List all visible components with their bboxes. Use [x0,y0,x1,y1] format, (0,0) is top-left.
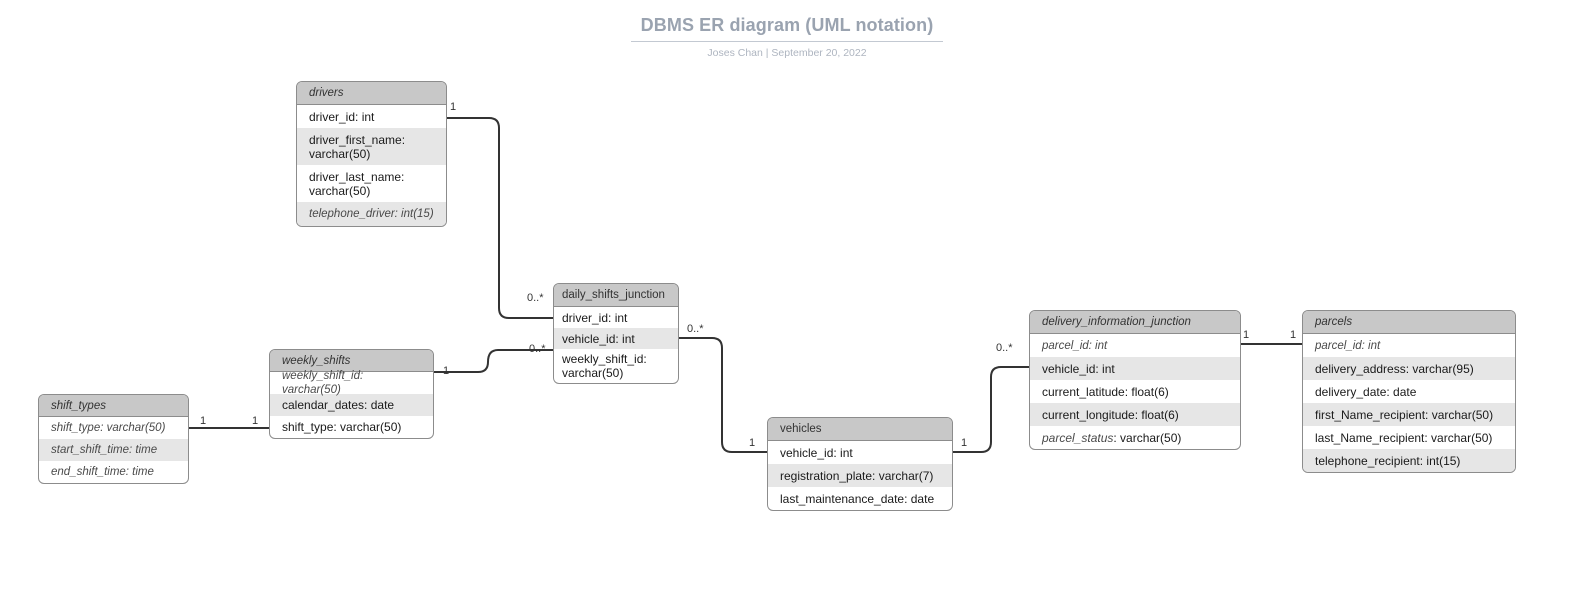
cardinality-delivery-info-right: 1 [1243,329,1250,341]
entity-delivery-information-junction-title: delivery_information_junction [1030,311,1240,334]
entity-parcels-row-4: last_Name_recipient: varchar(50) [1315,430,1493,445]
entity-shift-types-row-0: shift_type: varchar(50) [51,422,166,434]
entity-vehicles-row-1: registration_plate: varchar(7) [768,464,952,487]
entity-parcels-row-2: delivery_date: date [1315,384,1417,399]
cardinality-weekly-shifts-right: 1 [443,365,450,377]
entity-daily-shifts-junction-title: daily_shifts_junction [554,284,678,307]
cardinality-drivers-right: 1 [450,101,457,113]
cardinality-vehicles-left: 1 [749,437,756,449]
entity-delivery-information-junction-row-0: parcel_id: int [1042,339,1108,352]
entity-daily-shifts-junction-row-0: driver_id: int [562,310,628,325]
entity-delivery-information-junction-row-4: parcel_status: varchar(50) [1030,426,1240,449]
entity-parcels-row-0: parcel_id: int [1315,339,1381,352]
entity-vehicles-row-0: vehicle_id: int [780,445,853,460]
entity-vehicles-row-2: last_maintenance_date: date [780,491,935,506]
entity-daily-shifts-junction[interactable]: daily_shifts_junction driver_id: int veh… [553,283,679,384]
entity-drivers-title: drivers [297,82,446,105]
cardinality-shift-types-right: 1 [200,415,207,427]
diagram-title-block: DBMS ER diagram (UML notation) Joses Cha… [0,14,1574,60]
entity-delivery-information-junction-row-1: vehicle_id: int [1030,357,1240,380]
cardinality-vehicles-right: 1 [961,437,968,449]
page-title: DBMS ER diagram (UML notation) [640,15,934,35]
cardinality-daily-shifts-vehicle-row: 0..* [687,323,704,335]
entity-shift-types-title: shift_types [39,395,188,417]
link-daily-shifts-vehicles [679,337,767,453]
entity-daily-shifts-junction-row-1: vehicle_id: int [554,328,678,349]
cardinality-daily-shifts-driver-row: 0..* [527,292,544,304]
entity-weekly-shifts-row-1: calendar_dates: date [270,394,433,416]
cardinality-weekly-shifts-left: 1 [252,415,259,427]
entity-weekly-shifts[interactable]: weekly_shifts weekly_shift_id: varchar(5… [269,349,434,439]
cardinality-delivery-info-left: 0..* [996,342,1013,354]
entity-shift-types-row-2: end_shift_time: time [51,466,154,478]
entity-daily-shifts-junction-row-2: weekly_shift_id: varchar(50) [562,352,647,380]
entity-drivers-row-2: driver_last_name: varchar(50) [309,169,405,198]
entity-drivers[interactable]: drivers driver_id: int driver_first_name… [296,81,447,227]
entity-delivery-information-junction-row-3: current_longitude: float(6) [1030,403,1240,426]
entity-delivery-information-junction-row-4-type: : varchar(50) [1113,430,1182,445]
entity-parcels-title: parcels [1303,311,1515,334]
entity-weekly-shifts-row-0: weekly_shift_id: varchar(50) [282,370,364,396]
entity-shift-types-row-1: start_shift_time: time [39,439,188,461]
entity-drivers-row-3: telephone_driver: int(15) [297,202,446,226]
title-divider [631,41,943,42]
entity-delivery-information-junction[interactable]: delivery_information_junction parcel_id:… [1029,310,1241,450]
entity-delivery-information-junction-row-4-key: parcel_status [1042,430,1114,445]
entity-vehicles-title: vehicles [768,418,952,441]
page-subtitle: Joses Chan | September 20, 2022 [707,47,867,59]
entity-shift-types[interactable]: shift_types shift_type: varchar(50) star… [38,394,189,484]
cardinality-daily-shifts-weekly-row: 0..* [529,343,546,355]
entity-drivers-row-1: driver_first_name: varchar(50) [297,128,446,165]
entity-delivery-information-junction-row-2: current_latitude: float(6) [1042,384,1169,399]
entity-drivers-row-0: driver_id: int [309,109,375,124]
entity-weekly-shifts-title: weekly_shifts [270,350,433,372]
entity-parcels-row-5: telephone_recipient: int(15) [1303,449,1515,472]
entity-vehicles[interactable]: vehicles vehicle_id: int registration_pl… [767,417,953,511]
entity-weekly-shifts-row-2: shift_type: varchar(50) [282,420,402,434]
entity-parcels[interactable]: parcels parcel_id: int delivery_address:… [1302,310,1516,473]
link-drivers-daily-shifts [447,117,553,319]
entity-parcels-row-1: delivery_address: varchar(95) [1303,357,1515,380]
cardinality-parcels-left: 1 [1290,329,1297,341]
entity-parcels-row-3: first_Name_recipient: varchar(50) [1303,403,1515,426]
